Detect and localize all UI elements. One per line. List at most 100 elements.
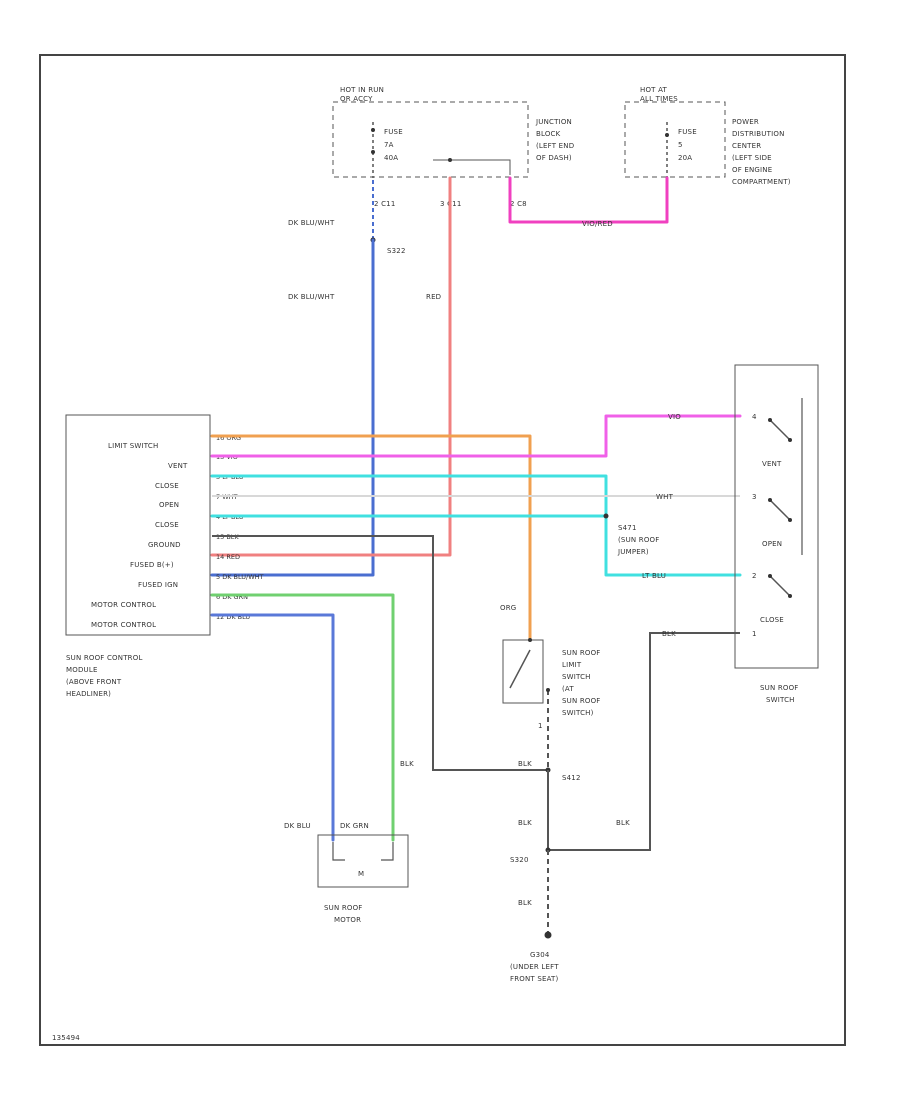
pin-fused-b: 14 RED xyxy=(216,553,240,561)
fuse-b-label: FUSE xyxy=(678,128,697,136)
module-title-4: HEADLINER) xyxy=(66,690,111,698)
limit-switch-label-4: (AT xyxy=(562,685,574,693)
wire-dk-blu-wht xyxy=(210,238,375,577)
junction-block-label-3: (LEFT END xyxy=(536,142,574,150)
switch-contact-vent-tip xyxy=(788,438,792,442)
connector-c11-2: 2 C11 xyxy=(374,200,395,208)
ground-g304-label-2: (UNDER LEFT xyxy=(510,963,559,971)
pdc-label-5: OF ENGINE xyxy=(732,166,772,174)
switch-contact-close xyxy=(769,575,791,597)
fuse-a-rating: 40A xyxy=(384,154,398,162)
limit-switch-label-2: LIMIT xyxy=(562,661,582,669)
dk-blu-wht-label-mid: DK BLU/WHT xyxy=(288,293,335,301)
red-wire-label: RED xyxy=(426,293,441,301)
module-motor-control-1: MOTOR CONTROL xyxy=(91,601,156,609)
switch-blk-label: BLK xyxy=(662,630,676,638)
wire-lt-blu-close xyxy=(210,474,742,577)
limit-switch-pin: 1 xyxy=(538,722,543,730)
sunroof-control-module xyxy=(65,414,211,636)
module-title-3: (ABOVE FRONT xyxy=(66,678,122,686)
pin-motor-1: 6 DK GRN xyxy=(216,593,248,601)
switch-open-label: OPEN xyxy=(762,540,782,548)
blk-label-3: BLK xyxy=(518,819,532,827)
dk-blu-wht-label-top: DK BLU/WHT xyxy=(288,219,335,227)
hot-in-run-label-2: OR ACCY xyxy=(340,95,373,103)
module-ground: GROUND xyxy=(148,541,181,549)
diagram-frame xyxy=(39,54,846,1046)
motor-symbol xyxy=(332,842,394,861)
module-title: SUN ROOF CONTROL xyxy=(66,654,143,662)
splice-s471 xyxy=(603,513,609,519)
module-fused-b-plus: FUSED B(+) xyxy=(130,561,174,569)
junction-block-label-4: OF DASH) xyxy=(536,154,572,162)
blk-label-2: BLK xyxy=(518,760,532,768)
pdc-label-4: (LEFT SIDE xyxy=(732,154,772,162)
wire-vio-red-label: VIO/RED xyxy=(582,220,613,228)
org-wire-label: ORG xyxy=(500,604,516,612)
blk-label-4: BLK xyxy=(616,819,630,827)
junction-block-label-2: BLOCK xyxy=(536,130,561,138)
switch-contact-vent xyxy=(769,419,791,441)
switch-pin-4: 4 xyxy=(752,413,757,421)
switch-close-label: CLOSE xyxy=(760,616,784,624)
limit-switch-label-5: SUN ROOF xyxy=(562,697,601,705)
fuse-b-rating: 20A xyxy=(678,154,692,162)
figure-id: 135494 xyxy=(52,1034,80,1042)
sunroof-switch-label: SUN ROOF xyxy=(760,684,799,692)
pin-motor-2: 12 DK BLU xyxy=(216,613,250,621)
pin-fused-ign: 5 DK BLU/WHT xyxy=(216,573,264,581)
wire-dk-blu xyxy=(210,613,335,842)
switch-contact-vent-node xyxy=(768,418,772,422)
module-close-1: CLOSE xyxy=(155,482,179,490)
sunroof-switch-label-2: SWITCH xyxy=(766,696,795,704)
junction-block xyxy=(332,101,529,178)
module-fused-ign: FUSED IGN xyxy=(138,581,178,589)
motor-m-label: M xyxy=(358,870,364,878)
limit-switch-label-6: SWITCH) xyxy=(562,709,594,717)
pin-limit: 16 ORG xyxy=(216,434,241,442)
fuse-a-number: 7A xyxy=(384,141,394,149)
jumper-label: S471 xyxy=(618,524,637,532)
fuse-a-top-node xyxy=(371,128,375,132)
switch-contact-open xyxy=(769,499,791,521)
module-title-2: MODULE xyxy=(66,666,98,674)
switch-pin-1: 1 xyxy=(752,630,757,638)
pdc-label: POWER xyxy=(732,118,759,126)
module-limit-switch: LIMIT SWITCH xyxy=(108,442,158,450)
module-close-2: CLOSE xyxy=(155,521,179,529)
wire-blk-switch xyxy=(548,632,740,851)
fuse-a-label: FUSE xyxy=(384,128,403,136)
power-distribution-center xyxy=(624,101,726,178)
jumper-label-3: JUMPER) xyxy=(617,548,649,556)
motor-label: SUN ROOF xyxy=(324,904,363,912)
switch-contact-open-tip xyxy=(788,518,792,522)
switch-pin-3: 3 xyxy=(752,493,757,501)
sunroof-limit-switch xyxy=(502,639,544,704)
limit-switch-ground-node xyxy=(546,688,550,692)
connector-c8-2: 2 C8 xyxy=(510,200,527,208)
sunroof-motor xyxy=(317,834,409,888)
wire-vio xyxy=(210,414,742,458)
limit-switch-label: SUN ROOF xyxy=(562,649,601,657)
hot-in-run-label: HOT IN RUN xyxy=(340,86,384,94)
ground-g304 xyxy=(544,931,552,939)
fuse-b-node xyxy=(665,133,669,137)
splice-s320-label: S320 xyxy=(510,856,529,864)
jumper-label-2: (SUN ROOF xyxy=(618,536,659,544)
switch-pin-2: 2 xyxy=(752,572,757,580)
limit-switch-label-3: SWITCH xyxy=(562,673,591,681)
splice-s412-label: S412 xyxy=(562,774,581,782)
motor-dk-grn-label: DK GRN xyxy=(340,822,369,830)
switch-vio-label: VIO xyxy=(668,413,681,421)
limit-switch-contact xyxy=(509,649,531,689)
ground-g304-label-3: FRONT SEAT) xyxy=(510,975,559,983)
pdc-label-2: DISTRIBUTION xyxy=(732,130,785,138)
hot-at-all-times-label-2: ALL TIMES xyxy=(640,95,678,103)
switch-vent-label: VENT xyxy=(762,460,782,468)
sunroof-switch xyxy=(734,364,819,669)
switch-wht-label: WHT xyxy=(656,493,674,501)
motor-label-2: MOTOR xyxy=(334,916,361,924)
junction-block-label: JUNCTION xyxy=(535,118,572,126)
wire-vio-red xyxy=(508,176,669,224)
